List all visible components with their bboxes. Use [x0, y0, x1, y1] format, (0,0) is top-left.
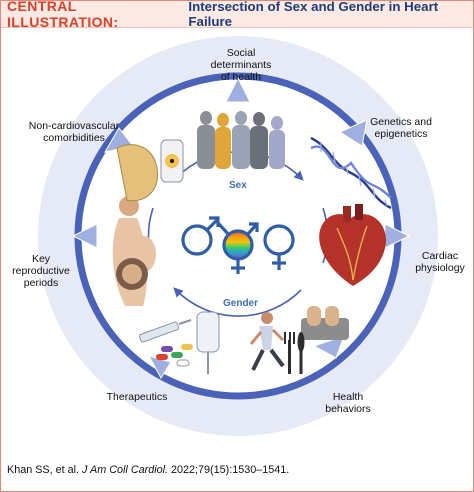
ring-arrow-upper-right	[338, 119, 368, 147]
fetus-icon	[116, 258, 148, 290]
radiation-icon	[160, 139, 184, 183]
label-genetics: Genetics and epigenetics	[359, 116, 443, 140]
feet-scale-icon	[301, 306, 349, 340]
label-line: periods	[23, 277, 59, 289]
diagram-canvas: Social determinants of health Genetics a…	[1, 28, 473, 458]
fork-knife-icon	[284, 332, 305, 374]
iv-bag-icon	[196, 311, 220, 374]
header-bar: CENTRAL ILLUSTRATION: Intersection of Se…	[1, 0, 473, 30]
label-gender: Gender	[223, 298, 259, 309]
label-health-behaviors: Health behaviors	[319, 391, 377, 415]
citation-journal: J Am Coll Cardiol.	[82, 464, 169, 476]
gender-symbols-icon	[181, 216, 295, 274]
header-title: Intersection of Sex and Gender in Heart …	[188, 0, 439, 29]
mammogram-icon	[116, 144, 159, 202]
dna-icon	[310, 136, 392, 210]
ring-arrow-left	[71, 223, 98, 249]
label-therapeutics: Therapeutics	[97, 391, 177, 403]
label-line: physiology	[415, 262, 465, 274]
label-line: Genetics and	[370, 116, 432, 128]
ring-arrow-top	[225, 76, 251, 103]
ring-arrow-lower-right	[312, 335, 345, 359]
pills-icon	[156, 344, 193, 367]
citation-authors: Khan SS, et al.	[7, 464, 80, 476]
label-line: Cardiac	[421, 250, 459, 262]
label-line: Key	[31, 253, 51, 265]
diagram-svg	[38, 36, 438, 436]
people-icon	[197, 111, 285, 169]
label-line: epigenetics	[374, 128, 428, 140]
header-label: CENTRAL ILLUSTRATION:	[7, 0, 119, 30]
citation-details: 2022;79(15):1530–1541.	[171, 464, 290, 476]
label-line: of health	[220, 71, 262, 83]
label-line: Non-cardiovascular	[28, 120, 120, 132]
label-line: behaviors	[325, 403, 371, 415]
citation: Khan SS, et al. J Am Coll Cardiol. 2022;…	[7, 464, 289, 476]
label-cardiac-physiology: Cardiac physiology	[409, 250, 471, 274]
label-reproductive-periods: Key reproductive periods	[7, 253, 75, 289]
label-line: Social determinants	[210, 47, 272, 71]
label-line: Health	[332, 391, 364, 403]
label-line: comorbidities	[43, 132, 105, 144]
label-non-cardiovascular: Non-cardiovascular comorbidities	[17, 120, 131, 144]
heart-icon	[319, 204, 387, 286]
gender-arc-arrow	[173, 287, 302, 317]
syringe-icon	[138, 319, 192, 343]
label-line: Therapeutics	[106, 391, 168, 403]
label-line: reproductive	[12, 265, 70, 277]
runner-icon	[249, 312, 285, 371]
label-sex: Sex	[229, 180, 247, 191]
label-social-determinants: Social determinants of health	[196, 47, 286, 83]
